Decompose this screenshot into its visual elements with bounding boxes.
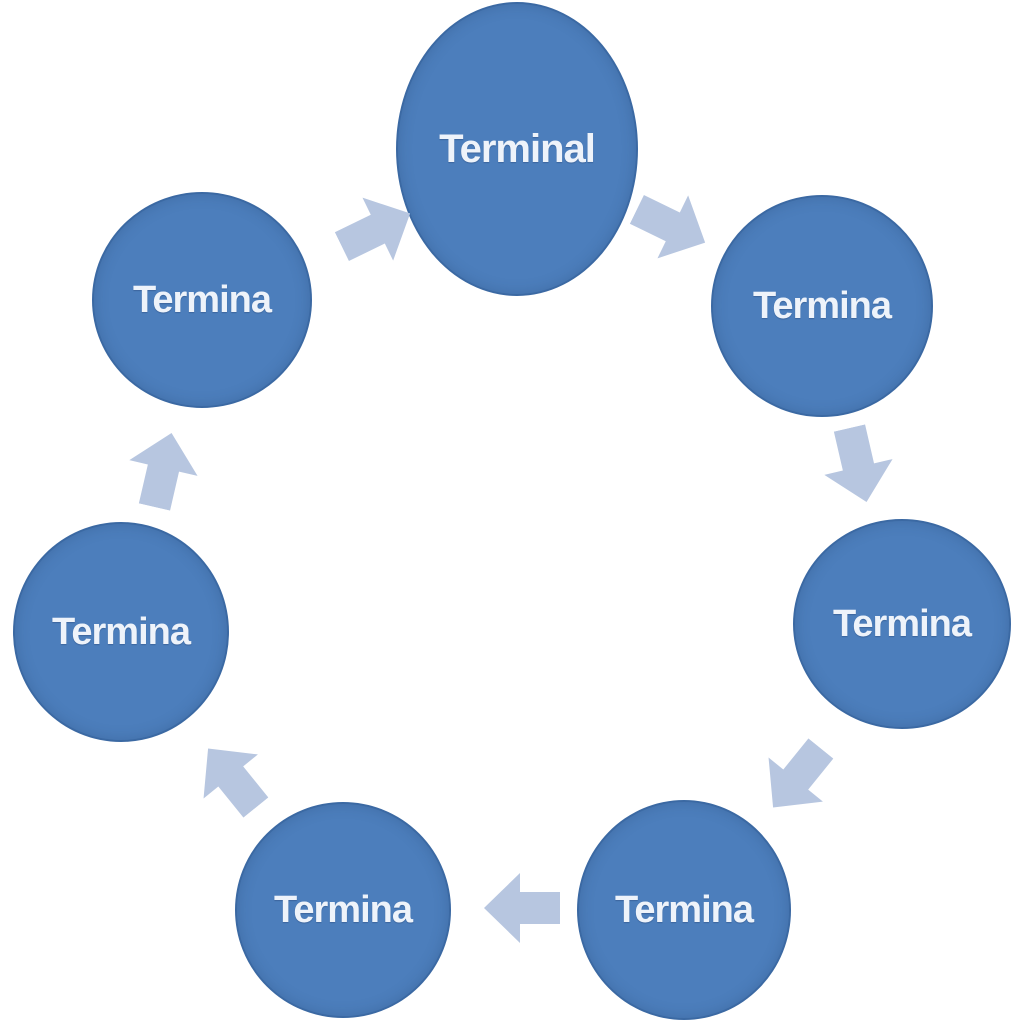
block-arrow-icon [129,432,198,511]
node-label: Terminal [439,126,596,171]
cycle-arrow-left-to-top-left [120,425,205,515]
node-label: Termina [832,602,972,645]
cycle-node-bottom-right: Termina [577,800,791,1020]
block-arrow-icon [824,424,893,503]
cycle-node-top: Terminal [396,2,638,296]
cycle-arrow-bottom-left-to-left [181,726,283,829]
cycle-arrow-top-to-top-right [622,178,721,274]
block-arrow-icon [203,748,269,818]
node-label: Termina [51,610,191,653]
cycle-node-left: Termina [13,522,229,742]
node-label: Termina [752,284,892,327]
node-label: Termina [132,278,272,321]
cycle-arrow-top-right-to-right [815,420,900,510]
block-arrow-icon [629,194,706,259]
block-arrow-icon [334,197,411,262]
cycle-arrow-bottom-right-to-bottom-left [484,873,560,943]
cycle-node-top-left: Termina [92,192,312,408]
cycle-arrow-top-left-to-top [327,182,426,278]
node-label: Termina [273,888,413,931]
cycle-arrow-right-to-bottom-right [746,726,848,829]
block-arrow-icon [484,873,560,943]
cycle-node-top-right: Termina [711,195,933,417]
cycle-node-bottom-left: Termina [235,802,451,1018]
block-arrow-icon [768,738,834,808]
cycle-node-right: Termina [793,519,1011,729]
node-label: Termina [614,888,754,931]
